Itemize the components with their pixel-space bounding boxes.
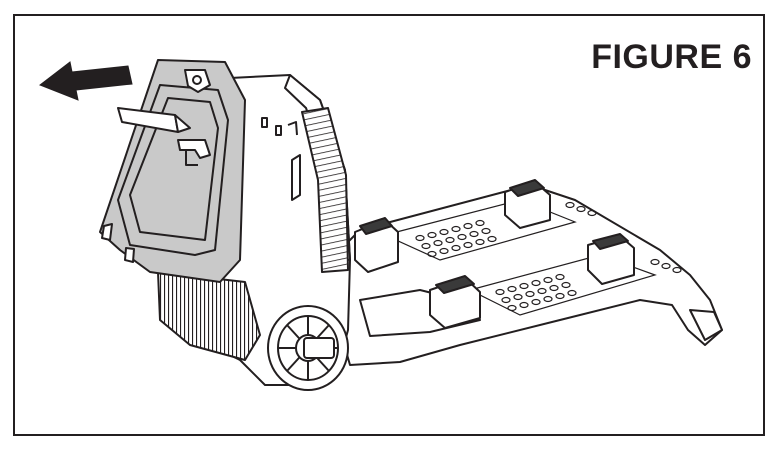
figure-title: FIGURE 6 [591,38,752,76]
removable-cover-panel [99,59,246,283]
foot-pads [354,179,635,329]
arrow-left-icon [38,61,133,101]
wheel [267,305,349,391]
